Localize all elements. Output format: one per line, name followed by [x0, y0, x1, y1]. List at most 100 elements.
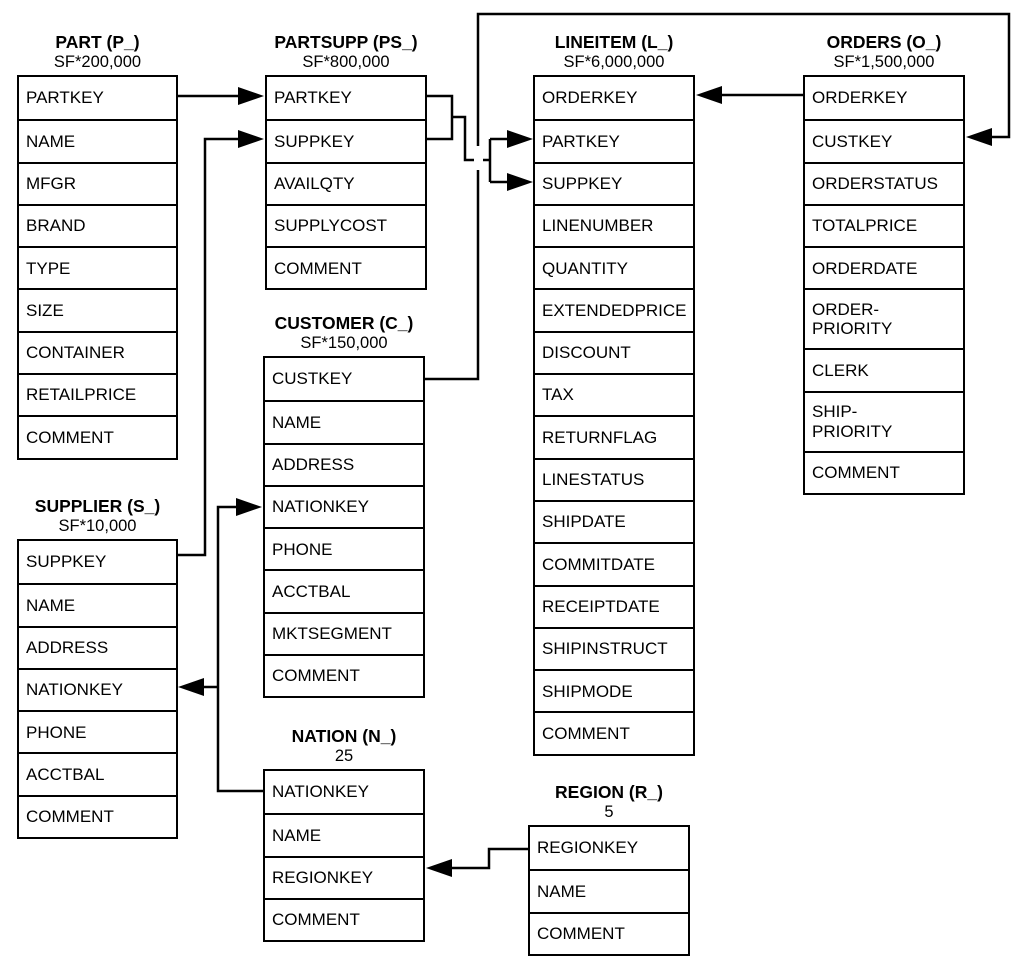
- arrowhead-icon: [178, 678, 204, 696]
- field-nation-nationkey: NATIONKEY: [272, 782, 369, 802]
- field-lineitem-commitdate: COMMITDATE: [535, 542, 693, 584]
- field-supplier-phone: PHONE: [19, 710, 176, 752]
- table-part-cardinality: SF*200,000: [53, 53, 142, 71]
- field-supplier-address: ADDRESS: [19, 625, 176, 668]
- field-part-brand: BRAND: [19, 203, 176, 246]
- field-supplier-nationkey: NATIONKEY: [19, 667, 176, 710]
- field-partsupp-availqty: AVAILQTY: [267, 161, 425, 204]
- field-orders-totalprice: TOTALPRICE: [805, 203, 963, 246]
- arrowhead-icon: [426, 859, 452, 877]
- field-orders-comment: COMMENT: [805, 450, 963, 493]
- field-orders-orderpriority: ORDER- PRIORITY: [805, 288, 963, 348]
- field-orders-clerk: CLERK: [805, 348, 963, 390]
- field-part-retailprice: RETAILPRICE: [19, 373, 176, 415]
- field-nation-comment: COMMENT: [265, 897, 423, 940]
- table-nation-title: NATION (N_): [291, 726, 397, 746]
- field-part-container: CONTAINER: [19, 330, 176, 373]
- field-part-type: TYPE: [19, 246, 176, 288]
- field-lineitem-quantity: QUANTITY: [535, 246, 693, 288]
- field-region-name: NAME: [530, 869, 688, 911]
- field-part-name: NAME: [19, 119, 176, 161]
- table-part-title: PART (P_): [55, 32, 140, 52]
- field-part-mfgr: MFGR: [19, 161, 176, 204]
- field-orders-orderstatus: ORDERSTATUS: [805, 161, 963, 204]
- field-customer-nationkey: NATIONKEY: [265, 484, 423, 527]
- table-orders-title: ORDERS (O_): [826, 32, 942, 52]
- fk-region-nation-edge: [426, 847, 528, 877]
- field-orders-orderdate: ORDERDATE: [805, 246, 963, 288]
- fk-supplier-partsupp-edge: [178, 130, 264, 557]
- field-lineitem-extendedprice: EXTENDEDPRICE: [535, 288, 693, 330]
- fk-orders-lineitem-edge: [696, 86, 803, 104]
- fk-nation-supplier-edge: [178, 678, 218, 696]
- field-region-regionkey: REGIONKEY: [537, 838, 639, 858]
- table-partsupp-cardinality: SF*800,000: [302, 53, 390, 71]
- table-orders-cardinality: SF*1,500,000: [833, 53, 935, 71]
- field-nation-regionkey: REGIONKEY: [265, 855, 423, 898]
- table-region-cardinality: 5: [604, 803, 614, 821]
- table-lineitem-title: LINEITEM (L_): [554, 32, 674, 52]
- field-partsupp-suppkey: SUPPKEY: [267, 119, 425, 161]
- field-lineitem-shipmode: SHIPMODE: [535, 669, 693, 711]
- field-part-size: SIZE: [19, 288, 176, 330]
- field-supplier-suppkey: SUPPKEY: [26, 552, 107, 572]
- field-customer-comment: COMMENT: [265, 654, 423, 696]
- field-supplier-comment: COMMENT: [19, 794, 176, 837]
- field-lineitem-partkey: PARTKEY: [535, 119, 693, 161]
- field-orders-shippriority: SHIP- PRIORITY: [805, 390, 963, 451]
- field-supplier-name: NAME: [19, 583, 176, 625]
- field-customer-phone: PHONE: [265, 527, 423, 569]
- field-lineitem-suppkey: SUPPKEY: [535, 161, 693, 204]
- fk-nation-customer-edge: [216, 498, 263, 793]
- field-partsupp-partkey: PARTKEY: [274, 88, 352, 108]
- arrowhead-icon: [236, 498, 262, 516]
- table-nation-cardinality: 25: [334, 747, 354, 765]
- field-lineitem-linestatus: LINESTATUS: [535, 457, 693, 500]
- field-lineitem-discount: DISCOUNT: [535, 330, 693, 373]
- field-lineitem-returnflag: RETURNFLAG: [535, 415, 693, 457]
- table-region-title: REGION (R_): [555, 782, 663, 802]
- field-lineitem-comment: COMMENT: [535, 711, 693, 753]
- field-customer-mktsegment: MKTSEGMENT: [265, 611, 423, 654]
- table-supplier-title: SUPPLIER (S_): [34, 496, 161, 516]
- field-nation-name: NAME: [265, 813, 423, 855]
- table-customer-title: CUSTOMER (C_): [274, 313, 414, 333]
- field-partsupp-supplycost: SUPPLYCOST: [267, 203, 425, 246]
- fk-partsupp-lineitem-edge: [427, 94, 533, 191]
- field-lineitem-tax: TAX: [535, 373, 693, 415]
- arrowhead-icon: [696, 86, 722, 104]
- field-customer-custkey: CUSTKEY: [272, 369, 353, 389]
- table-customer-cardinality: SF*150,000: [300, 334, 388, 352]
- field-lineitem-linenumber: LINENUMBER: [535, 203, 693, 246]
- arrowhead-icon: [238, 87, 264, 105]
- table-partsupp-title: PARTSUPP (PS_): [274, 32, 418, 52]
- arrowhead-icon: [966, 128, 992, 146]
- table-supplier-cardinality: SF*10,000: [58, 517, 137, 535]
- field-region-comment: COMMENT: [530, 911, 688, 954]
- field-lineitem-shipdate: SHIPDATE: [535, 499, 693, 542]
- field-part-comment: COMMENT: [19, 415, 176, 457]
- field-supplier-acctbal: ACCTBAL: [19, 752, 176, 794]
- fk-part-partsupp-edge: [178, 87, 264, 105]
- field-part-partkey: PARTKEY: [26, 88, 104, 108]
- field-lineitem-orderkey: ORDERKEY: [542, 88, 638, 108]
- field-orders-custkey: CUSTKEY: [805, 119, 963, 161]
- arrowhead-icon: [507, 173, 533, 191]
- field-customer-name: NAME: [265, 400, 423, 442]
- field-lineitem-receiptdate: RECEIPTDATE: [535, 584, 693, 627]
- field-lineitem-shipinstruct: SHIPINSTRUCT: [535, 626, 693, 669]
- field-customer-acctbal: ACCTBAL: [265, 569, 423, 611]
- arrowhead-icon: [238, 130, 264, 148]
- field-customer-address: ADDRESS: [265, 442, 423, 485]
- arrowhead-icon: [507, 130, 533, 148]
- field-orders-orderkey: ORDERKEY: [812, 88, 908, 108]
